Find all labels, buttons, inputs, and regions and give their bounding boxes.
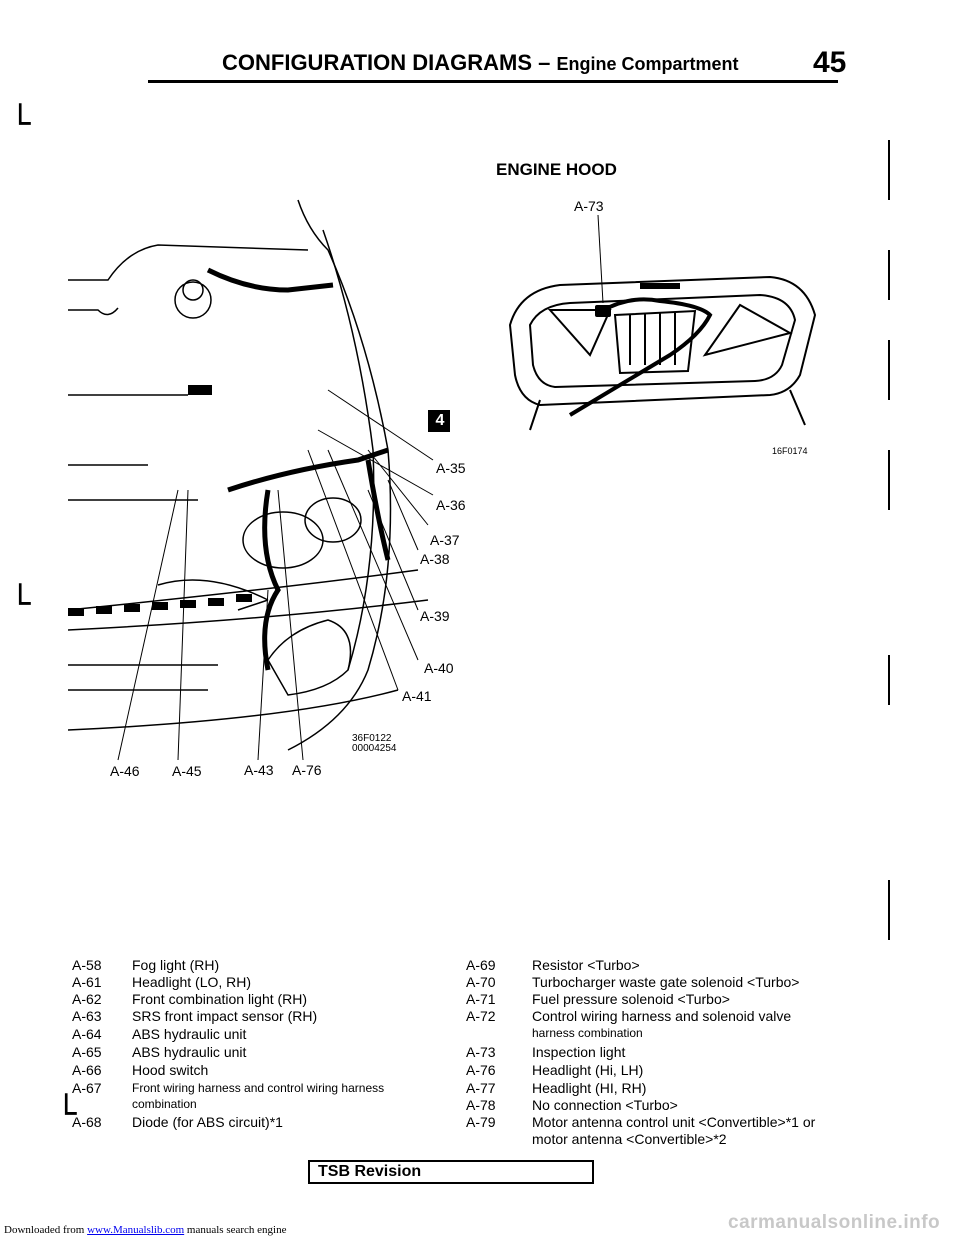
- callout-a37: A-37: [430, 532, 460, 548]
- figure-code-line-2: 00004254: [352, 743, 397, 754]
- revision-bar: [888, 250, 890, 300]
- hood-connector-label: A-73: [574, 198, 604, 214]
- binding-mark: └: [10, 104, 31, 144]
- group-badge: 4: [435, 412, 445, 429]
- figure-code-line-1: 36F0122: [352, 733, 392, 744]
- header-rule: [148, 80, 838, 83]
- revision-bar: [888, 140, 890, 200]
- callout-a39: A-39: [420, 608, 450, 624]
- revision-bar: [888, 880, 890, 940]
- callout-a76: A-76: [292, 762, 322, 778]
- title-subtitle: Engine Compartment: [556, 54, 739, 74]
- footer-prefix: Downloaded from: [4, 1224, 85, 1236]
- page-title: CONFIGURATION DIAGRAMS – Engine Compartm…: [222, 50, 739, 76]
- callout-a40: A-40: [424, 660, 454, 676]
- page-number: 45: [813, 46, 847, 79]
- compartment-figure-code: 36F0122 00004254: [352, 734, 397, 754]
- title-main: CONFIGURATION DIAGRAMS: [222, 50, 533, 75]
- callout-a38: A-38: [420, 551, 450, 567]
- revision-bar: [888, 340, 890, 400]
- callout-a43: A-43: [244, 762, 274, 778]
- revision-bar: [888, 450, 890, 510]
- revision-bar: [888, 655, 890, 705]
- hood-figure-code: 16F0174: [772, 446, 808, 456]
- download-footer: Downloaded from www.Manualslib.com manua…: [4, 1224, 286, 1236]
- callout-a46: A-46: [110, 763, 140, 779]
- title-separator: –: [538, 50, 551, 75]
- callout-a35: A-35: [436, 460, 466, 476]
- engine-compartment-illustration: [68, 199, 450, 761]
- tsb-revision-box: TSB Revision: [308, 1160, 594, 1184]
- tsb-revision-label: TSB Revision: [318, 1163, 422, 1180]
- section-title: ENGINE HOOD: [496, 160, 617, 179]
- engine-hood-illustration: [508, 215, 817, 431]
- callout-a36: A-36: [436, 497, 466, 513]
- watermark: carmanualsonline.info: [728, 1212, 941, 1233]
- callout-a41: A-41: [402, 688, 432, 704]
- binding-mark: └: [56, 1094, 77, 1134]
- callout-a45: A-45: [172, 763, 202, 779]
- binding-mark: └: [10, 584, 31, 624]
- footer-suffix: manuals search engine: [186, 1224, 287, 1236]
- manualslib-link[interactable]: www.Manualslib.com: [87, 1224, 185, 1236]
